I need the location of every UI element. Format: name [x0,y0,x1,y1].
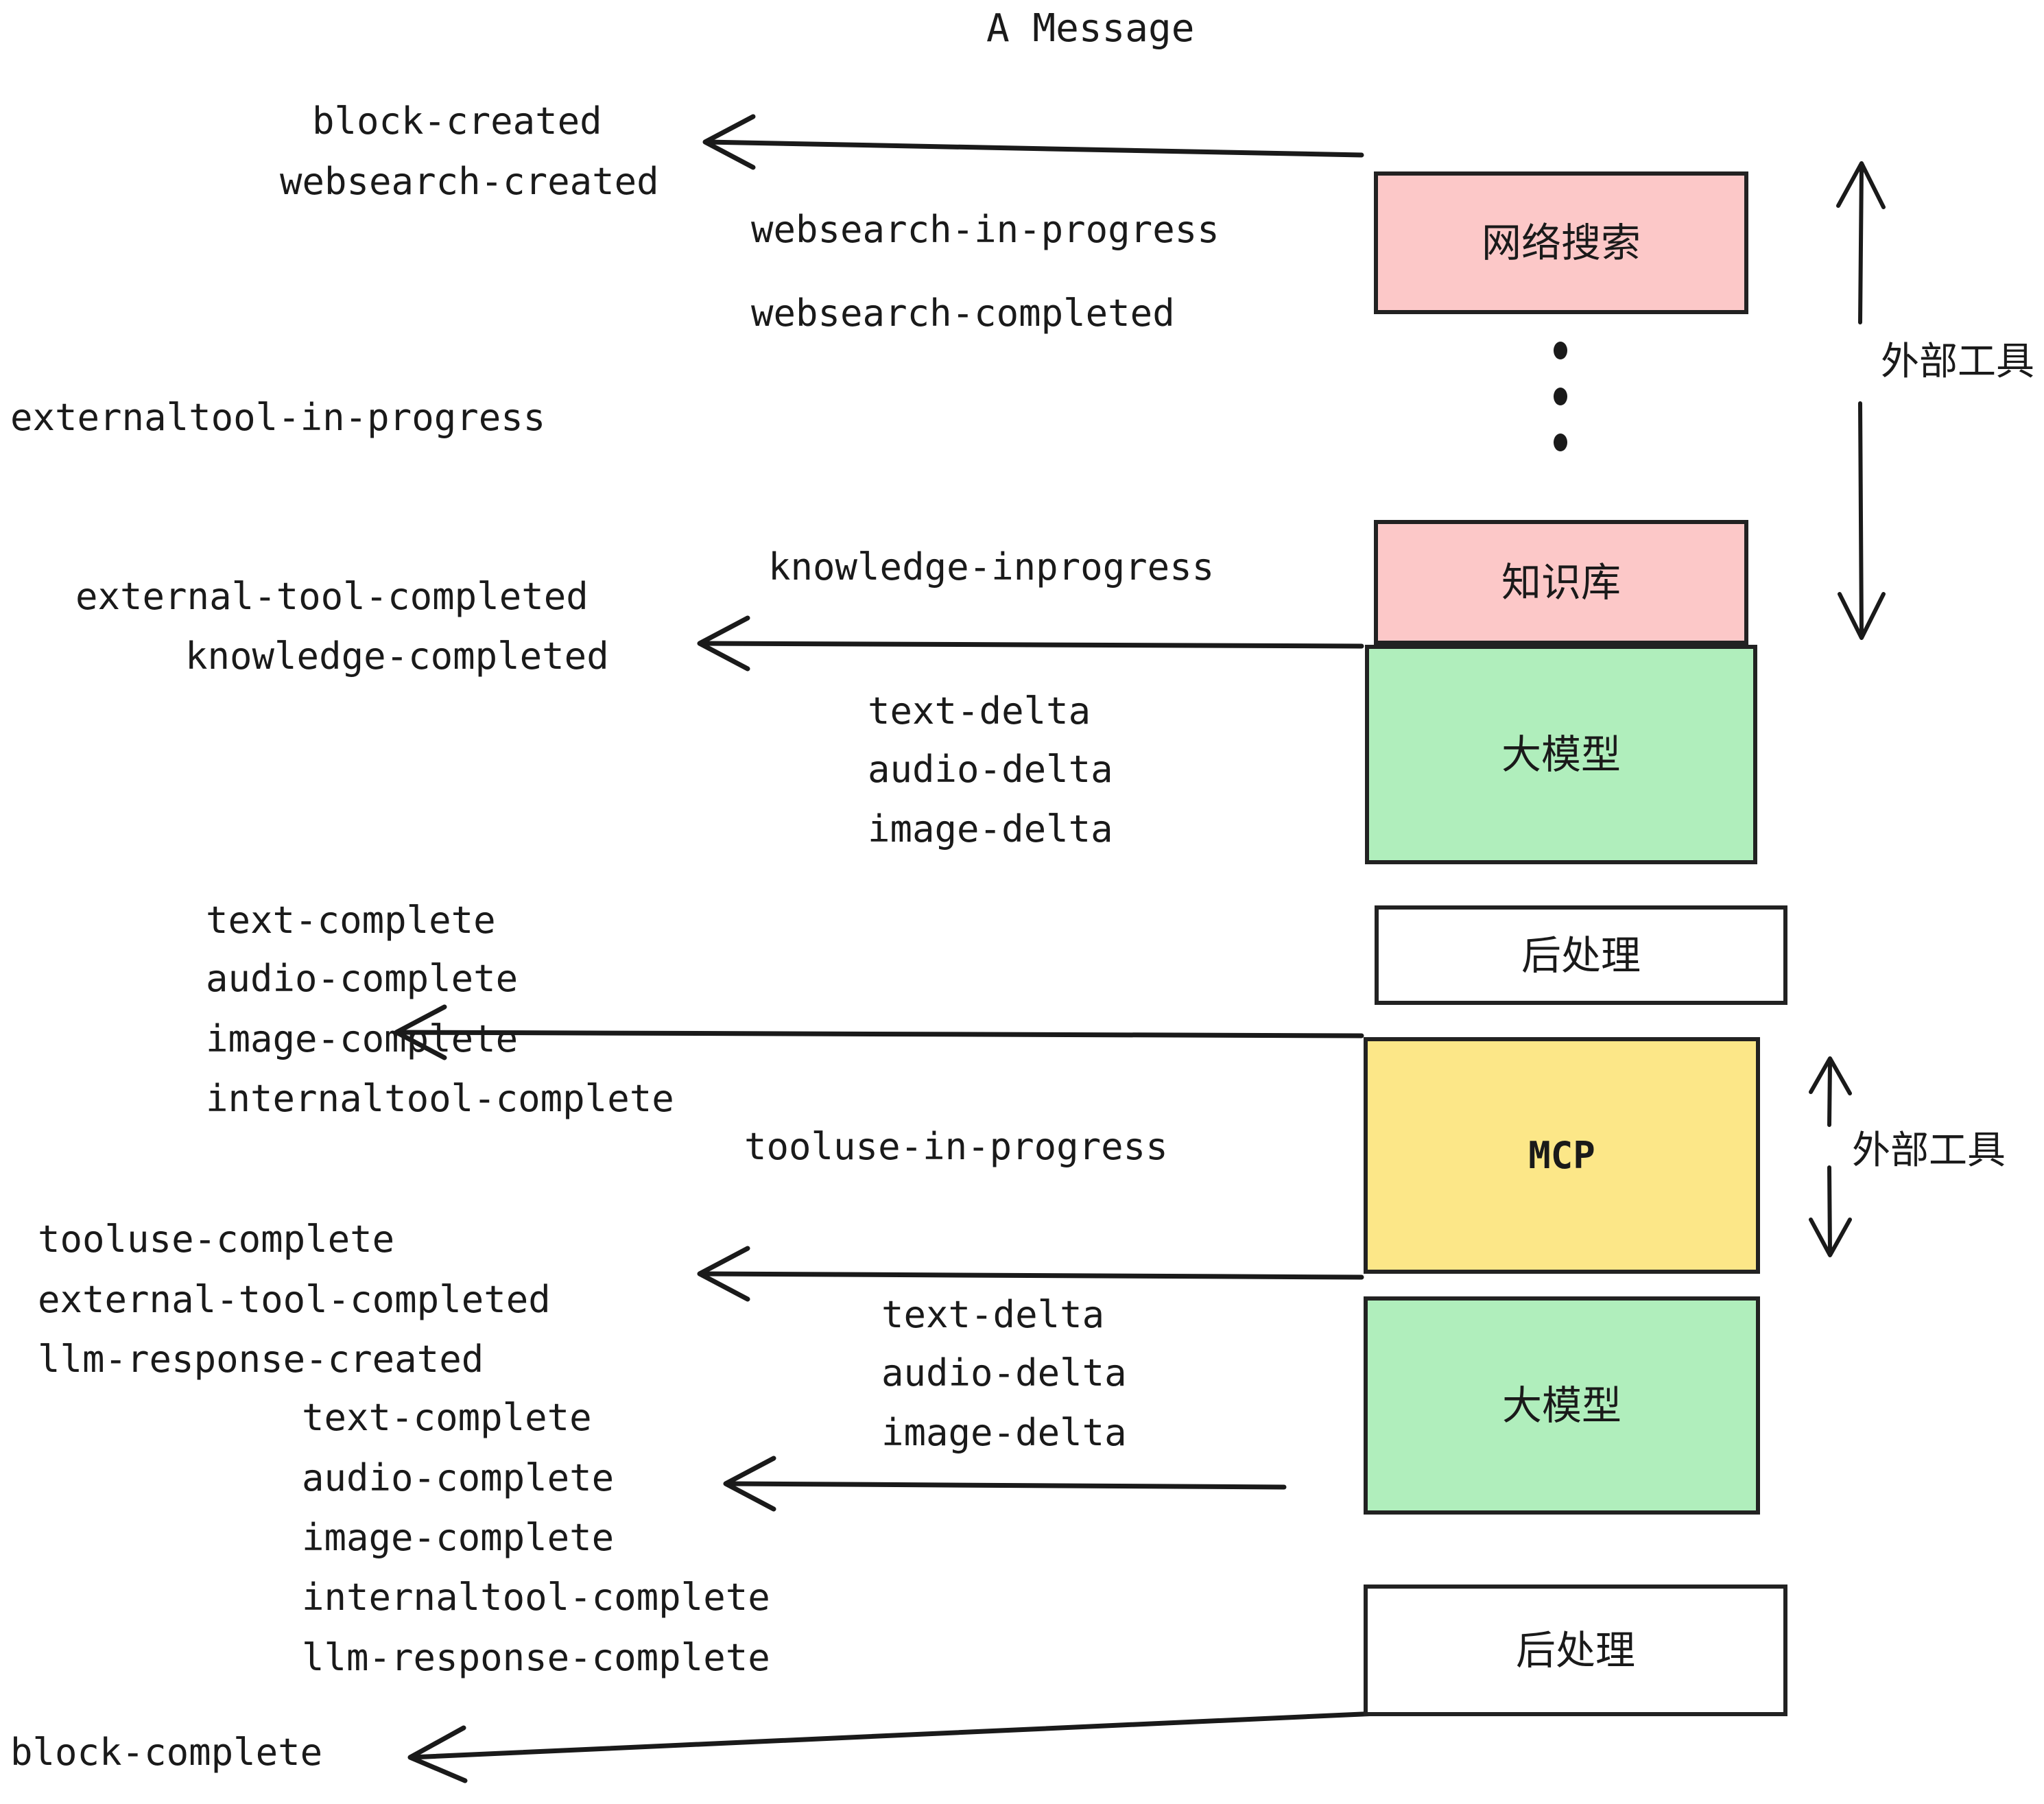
event-label-knowledge-completed: knowledge-completed [185,634,609,678]
box-postprocess-2-label: 后处理 [1515,1627,1635,1674]
arrow-mcp-out [697,1246,1364,1302]
event-label-text-delta-2: text-delta [881,1293,1105,1336]
event-label-llm-response-complete: llm-response-complete [302,1636,770,1679]
event-label-external-tool-completed-2: external-tool-completed [38,1278,551,1321]
box-llm-1-label: 大模型 [1501,731,1621,778]
event-label-image-complete-2: image-complete [302,1516,615,1559]
page-title: A Message [986,6,1195,51]
event-label-externaltool-in-progress: externaltool-in-progress [10,396,546,439]
event-label-websearch-created: websearch-created [280,160,659,203]
event-label-websearch-completed: websearch-completed [751,292,1175,335]
box-llm-2-label: 大模型 [1501,1382,1621,1429]
side-label-external-tools-top: 外部工具 [1881,340,2034,384]
event-label-block-created: block-created [312,99,602,143]
event-label-external-tool-completed-1: external-tool-completed [75,575,589,618]
box-websearch[interactable]: 网络搜索 [1374,171,1748,314]
event-label-image-delta-2: image-delta [881,1411,1127,1454]
box-postprocess-1[interactable]: 后处理 [1375,905,1787,1005]
event-label-text-delta-1: text-delta [868,689,1091,733]
ellipsis-dot [1554,342,1567,359]
event-label-internaltool-complete-1: internaltool-complete [206,1077,674,1120]
event-label-audio-complete-2: audio-complete [302,1456,615,1499]
box-knowledge-label: 知识库 [1501,559,1621,606]
event-label-block-complete: block-complete [10,1731,323,1774]
range-arrow-external-tools-bottom [1809,1056,1852,1257]
event-label-audio-complete-1: audio-complete [206,957,519,1000]
arrow-knowledge-out [697,615,1364,672]
box-llm-2[interactable]: 大模型 [1364,1296,1760,1515]
box-mcp-label: MCP [1528,1133,1595,1177]
box-postprocess-1-label: 后处理 [1521,931,1641,979]
arrow-llm2-out [723,1456,1287,1512]
box-knowledge[interactable]: 知识库 [1374,520,1748,645]
event-label-llm-response-created: llm-response-created [38,1338,484,1381]
range-arrow-external-tools-top [1836,161,1886,640]
box-mcp[interactable]: MCP [1364,1037,1760,1274]
side-label-external-tools-bottom: 外部工具 [1852,1128,2006,1173]
event-label-audio-delta-2: audio-delta [881,1351,1127,1394]
event-label-internaltool-complete-2: internaltool-complete [302,1576,770,1619]
event-label-websearch-in-progress: websearch-in-progress [751,208,1220,251]
event-label-tooluse-complete: tooluse-complete [38,1218,395,1261]
event-label-text-complete-1: text-complete [206,899,496,942]
box-llm-1[interactable]: 大模型 [1365,645,1757,864]
event-label-knowledge-inprogress: knowledge-inprogress [768,545,1215,589]
ellipsis-dot [1554,388,1567,405]
ellipsis-dot [1554,434,1567,451]
event-label-text-complete-2: text-complete [302,1396,592,1439]
box-websearch-label: 网络搜索 [1481,219,1641,266]
box-postprocess-2[interactable]: 后处理 [1364,1585,1787,1716]
event-label-audio-delta-1: audio-delta [868,748,1113,791]
event-label-tooluse-in-progress: tooluse-in-progress [744,1125,1168,1168]
arrow-websearch-out [702,114,1364,170]
arrow-post1-out [394,1004,1364,1060]
event-label-image-complete-1: image-complete [206,1017,519,1060]
event-label-image-delta-1: image-delta [868,807,1113,851]
arrow-post2-out [407,1711,1380,1783]
